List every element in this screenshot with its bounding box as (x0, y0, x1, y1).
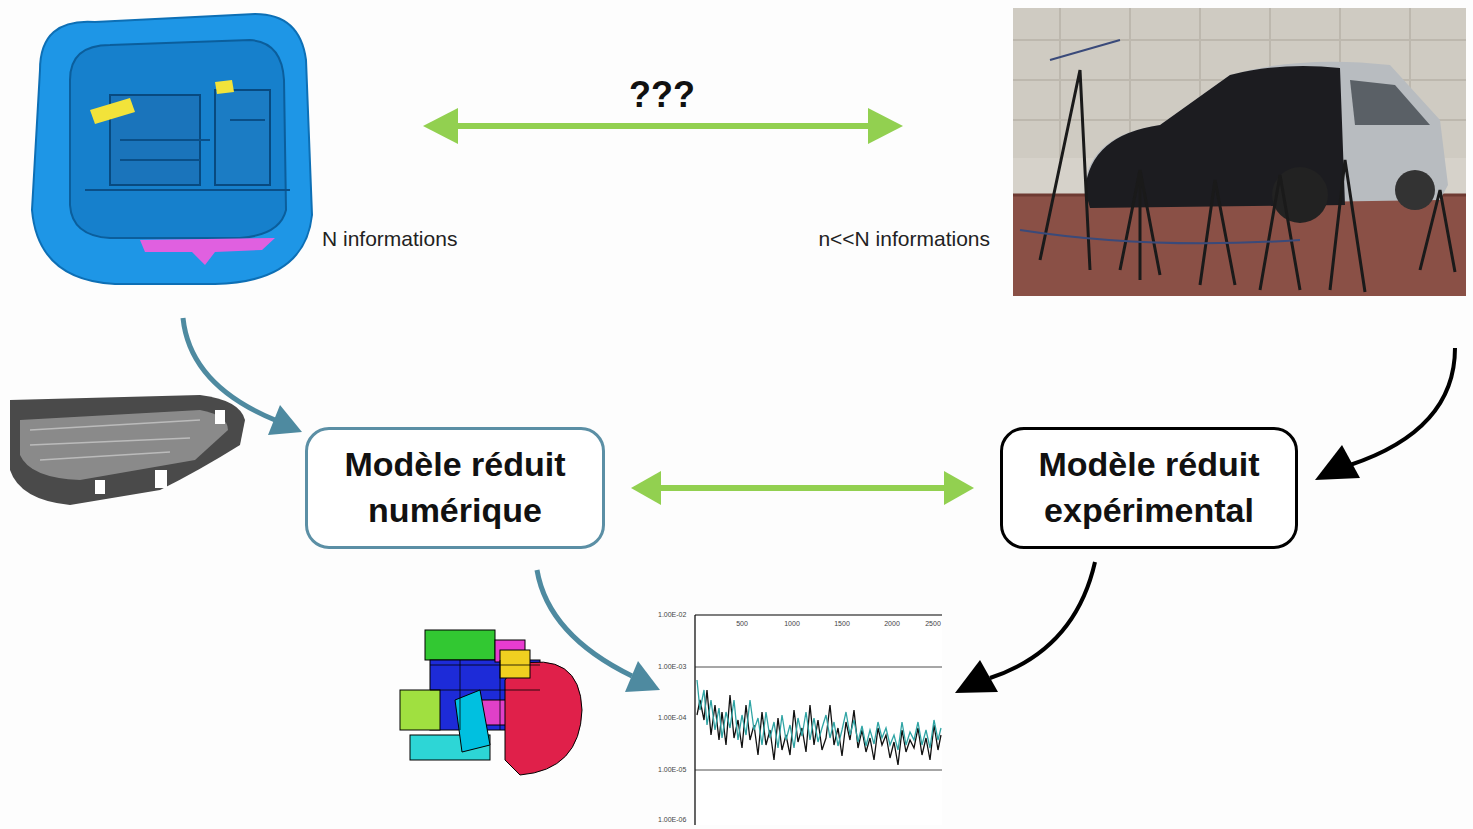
box-text: Modèle réduit numérique (324, 442, 586, 534)
box-text: Modèle réduit expérimental (1019, 442, 1279, 534)
tick-label: 1.00E-06 (658, 816, 686, 823)
tick-label: 1500 (834, 620, 850, 627)
test-car-photo (1013, 8, 1466, 296)
trim-part (10, 395, 245, 505)
info-label: n<<N informations (818, 227, 990, 251)
flow-arrows (183, 318, 1455, 693)
tick-label: 2000 (884, 620, 900, 627)
tick-label: 2500 (925, 620, 941, 627)
reduced-model-box: Modèle réduit numérique (305, 427, 605, 549)
green-connector (631, 471, 974, 505)
question-label: ??? (629, 74, 695, 116)
info-label: N informations (322, 227, 457, 251)
tick-label: 1.00E-04 (658, 714, 686, 721)
tick-label: 500 (736, 620, 748, 627)
reduced-model-box: Modèle réduit expérimental (1000, 427, 1298, 549)
engine-model (400, 630, 582, 775)
tick-label: 1.00E-02 (658, 611, 686, 618)
tick-label: 1.00E-03 (658, 663, 686, 670)
tick-label: 1.00E-05 (658, 766, 686, 773)
fe-car-front (32, 14, 312, 284)
frf-plot (695, 615, 942, 825)
tick-label: 1000 (784, 620, 800, 627)
